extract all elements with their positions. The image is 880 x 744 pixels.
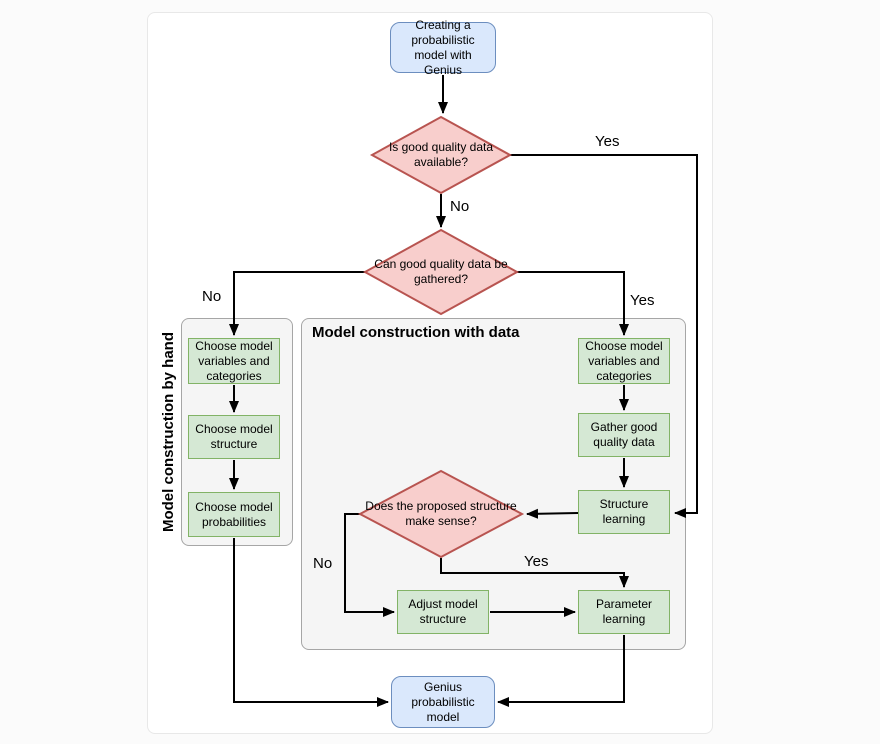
label-d3-yes: Yes (524, 553, 549, 570)
group-title-by-hand: Model construction by hand (160, 332, 177, 533)
group-title-with-data: Model construction with data (312, 324, 520, 341)
node-gather-data: Gather good quality data (578, 413, 670, 457)
label-d1-yes: Yes (595, 133, 620, 150)
label-d1-no: No (450, 198, 470, 215)
node-parameter-learning: Parameter learning (578, 590, 670, 634)
label-d3-no: No (313, 555, 333, 572)
label-d2-yes: Yes (630, 292, 655, 309)
node-end: Genius probabilistic model (391, 676, 495, 728)
node-structure-learning: Structure learning (578, 490, 670, 534)
node-hand-choose-probabilities: Choose model probabilities (188, 492, 280, 537)
node-data-choose-variables: Choose model variables and categories (578, 338, 670, 384)
decision-text-can-data-be-gathered: Can good quality data be gathered? (374, 257, 508, 286)
node-hand-choose-variables: Choose model variables and categories (188, 338, 280, 384)
label-d2-no: No (202, 288, 222, 305)
node-hand-choose-structure: Choose model structure (188, 415, 280, 459)
node-start: Creating a probabilistic model with Geni… (390, 18, 496, 77)
decision-text-is-data-available: Is good quality data available? (388, 140, 494, 169)
node-adjust-structure: Adjust model structure (397, 590, 489, 634)
decision-text-structure-makes-sense: Does the proposed structure make sense? (365, 499, 517, 528)
